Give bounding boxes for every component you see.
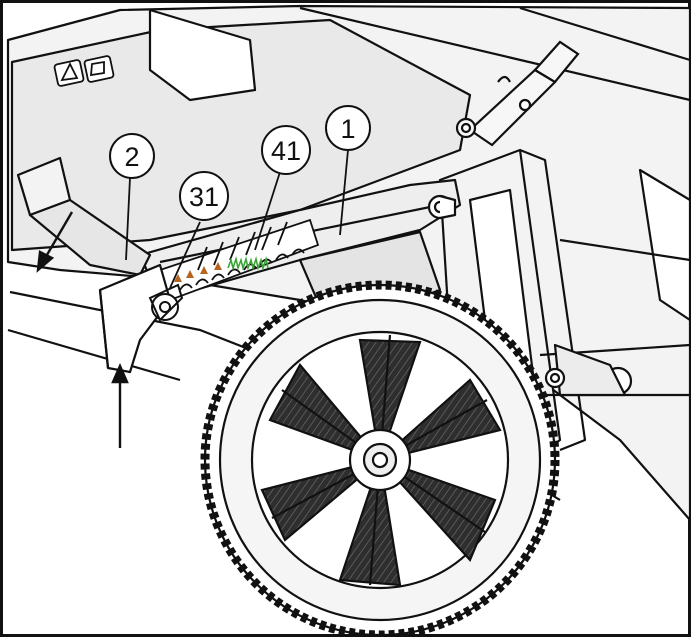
callout-1: 1 [325,105,371,151]
grass-icon [227,256,269,271]
handle-tube [455,40,580,147]
height-scale-icons [174,256,269,282]
safety-labels [53,55,115,87]
callout-41: 41 [261,125,311,175]
leaf-icon [186,270,194,278]
read-manual-icon [89,60,105,77]
svg-text:1: 1 [340,114,355,144]
svg-text:31: 31 [189,182,219,212]
arrow-down-left-icon [42,211,74,261]
foot-pedal [16,156,172,374]
callout-31: 31 [179,171,229,221]
callout-leaders [125,149,349,289]
svg-text:41: 41 [271,136,301,166]
leaf-icon [200,266,208,274]
leaf-icon [174,274,182,282]
svg-text:2: 2 [124,142,139,172]
leaf-icon [214,262,222,270]
direction-arrows [36,211,129,448]
latch-pivot [148,283,184,322]
callout-2: 2 [109,133,155,179]
warning-triangle-icon [60,61,79,82]
wheel [200,280,560,637]
